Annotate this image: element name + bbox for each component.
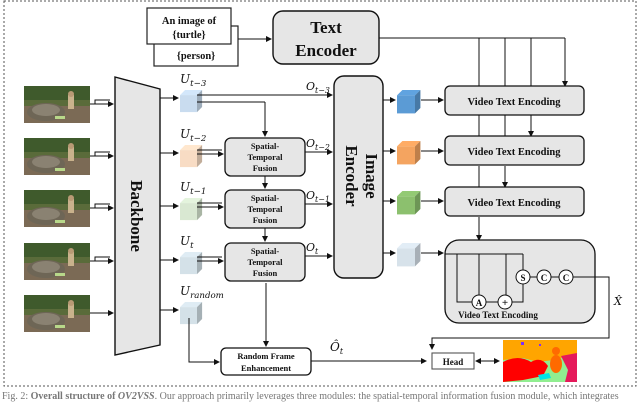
conv-op-1: C — [536, 269, 552, 285]
video-frame-1 — [24, 86, 90, 123]
image-encoder: Image Encoder — [333, 75, 384, 279]
text-encoder: Text Encoder — [272, 10, 380, 65]
video-text-encoding-detail: A + S C C Video Text Encoding — [429, 239, 610, 350]
svg-text:S: S — [520, 273, 525, 283]
prompt-front-line2: {turtle} — [172, 30, 205, 41]
encoded-cube-4 — [397, 243, 421, 267]
fusion-text: Fusion — [253, 163, 278, 173]
svg-text:A: A — [476, 298, 483, 308]
video-frame-5 — [24, 295, 90, 332]
seg-turtle — [503, 358, 548, 382]
video-frame-3 — [24, 190, 90, 227]
fusion-text: Temporal — [247, 257, 283, 267]
feature-label-5: Urandom — [180, 284, 224, 301]
fusion-text: Spatial- — [251, 141, 280, 151]
seg-small-2 — [539, 344, 541, 346]
backbone-label: Backbone — [127, 180, 146, 252]
fusion-text: Temporal — [247, 152, 283, 162]
fusion-modules: Spatial-TemporalFusionSpatial-TemporalFu… — [197, 80, 333, 282]
video-text-encoding-1: Video Text Encoding — [444, 85, 585, 116]
seg-right — [561, 353, 577, 382]
feature-cube-5 — [180, 302, 203, 325]
random-frame-line1: Random Frame — [237, 351, 295, 361]
text-encoder-line2: Encoder — [295, 41, 357, 60]
prompt-back-text: {person} — [177, 51, 216, 62]
connector-line — [90, 256, 110, 262]
vte-detail-label: Video Text Encoding — [458, 310, 538, 320]
image-encoder-line1: Image — [362, 153, 381, 199]
fusion-text: Spatial- — [251, 246, 280, 256]
text-encoder-line1: Text — [310, 18, 342, 37]
connector-line — [90, 151, 110, 157]
random-path-lines — [188, 283, 427, 365]
attention-op: A — [471, 294, 487, 310]
feature-label-2: Ut−2 — [180, 127, 206, 144]
output-label-2: Ot−2 — [306, 137, 330, 152]
head-label: Head — [443, 357, 464, 367]
vte-label: Video Text Encoding — [468, 198, 562, 209]
feature-label-3: Ut−1 — [180, 180, 206, 197]
o-hat-label: Ôt — [330, 338, 344, 356]
connector-line — [90, 203, 110, 209]
fusion-text: Fusion — [253, 268, 278, 278]
vte-label: Video Text Encoding — [468, 97, 562, 108]
video-frame-4 — [24, 243, 90, 280]
head: Head — [431, 352, 475, 370]
figure-border — [3, 0, 637, 387]
random-frame-line2: Enhancement — [241, 363, 291, 373]
feature-cube-4 — [180, 252, 203, 275]
random-frame-enhancement: Random Frame Enhancement — [220, 347, 312, 376]
feature-cube-3 — [180, 198, 203, 221]
feature-label-1: Ut−3 — [180, 72, 207, 89]
encoded-cube-3 — [397, 191, 421, 215]
prompt-front-line1: An image of — [162, 16, 217, 27]
add-op: + — [497, 294, 513, 310]
video-text-encoding-3: Video Text Encoding — [444, 186, 585, 217]
seg-small-1 — [521, 342, 524, 345]
seg-person — [550, 355, 562, 373]
svg-text:C: C — [541, 273, 548, 283]
seg-cyan — [538, 373, 551, 380]
feature-label-4: Ut — [180, 234, 194, 251]
vte-label: Video Text Encoding — [468, 147, 562, 158]
output-label-1: Ot−3 — [306, 80, 330, 95]
svg-text:C: C — [563, 273, 570, 283]
prompt-card-front — [146, 7, 232, 45]
text-embedding-bus — [379, 37, 568, 241]
video-frames — [24, 86, 114, 332]
encoded-cube-1 — [397, 90, 421, 114]
feature-cube-2 — [180, 145, 203, 168]
x-hat-label: X̂ — [613, 295, 623, 308]
output-label-4: Ot — [306, 241, 319, 256]
encoded-cube-2 — [397, 141, 421, 165]
seg-person-head — [552, 347, 560, 355]
fusion-text: Spatial- — [251, 193, 280, 203]
softmax-op: S — [515, 269, 531, 285]
figure-caption: Fig. 2: Overall structure of OV2VSS. Our… — [2, 391, 619, 402]
output-label-3: Ot−1 — [306, 189, 330, 204]
fusion-text: Fusion — [253, 215, 278, 225]
backbone: Backbone — [114, 76, 161, 356]
fusion-text: Temporal — [247, 204, 283, 214]
connector-line — [90, 99, 110, 105]
video-text-encoding-2: Video Text Encoding — [444, 135, 585, 166]
image-encoder-line2: Encoder — [342, 145, 361, 207]
feature-cube-1 — [180, 90, 203, 113]
video-frame-2 — [24, 138, 90, 175]
text-prompt: {person} An image of {turtle} — [146, 7, 239, 67]
segmentation-output — [503, 340, 577, 382]
encoded-features — [383, 90, 444, 267]
svg-text:+: + — [502, 297, 508, 309]
conv-op-2: C — [558, 269, 574, 285]
